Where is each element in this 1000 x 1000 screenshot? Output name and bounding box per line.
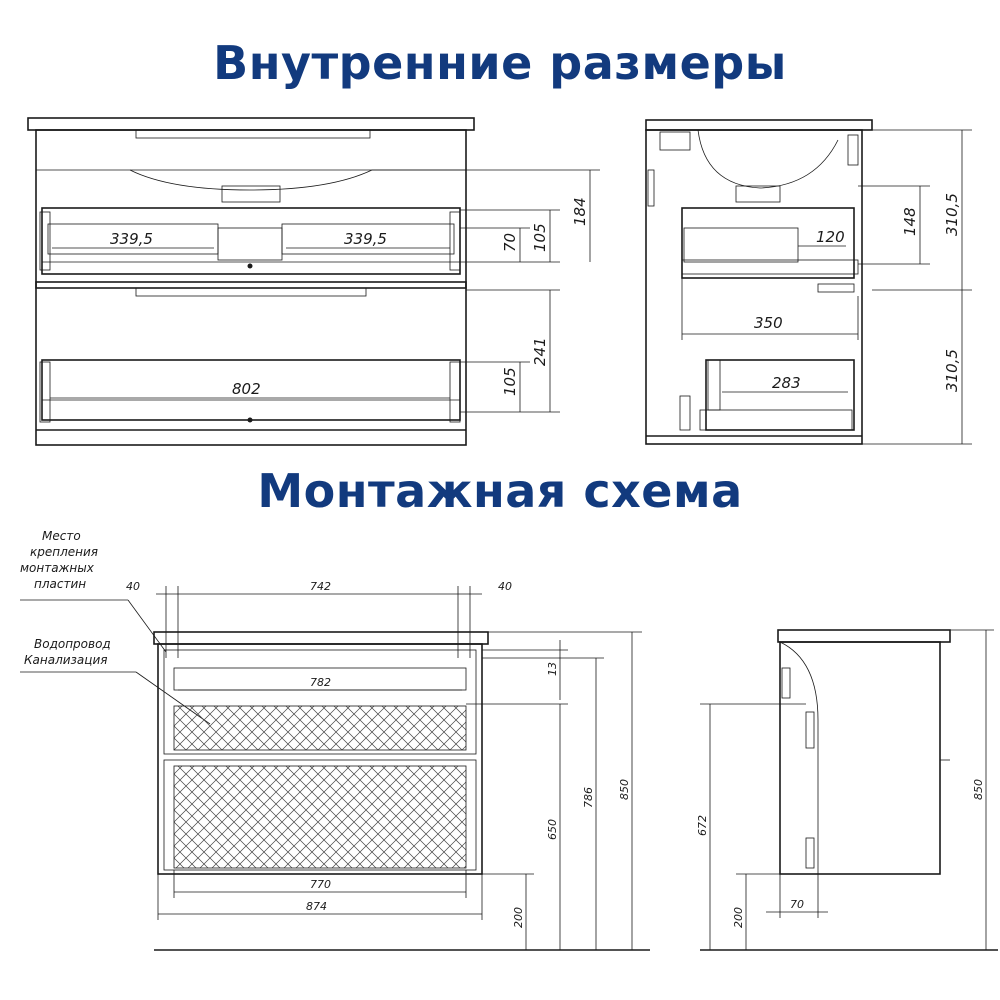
dim-786: 786 [582, 787, 595, 808]
dim-339-right: 339,5 [344, 230, 387, 248]
dim-241: 241 [531, 337, 549, 366]
dim-742: 742 [310, 580, 331, 593]
label-pipes-2: Канализация [24, 653, 107, 667]
dim-70-side: 70 [790, 898, 804, 911]
dim-105-top: 105 [531, 223, 549, 252]
label-plates-1: Место [42, 529, 81, 543]
dim-120: 120 [816, 228, 845, 246]
dim-650: 650 [546, 819, 559, 840]
dim-200-side: 200 [732, 907, 745, 928]
mounting-front-view: Место крепления монтажных пластин Водопр… [20, 529, 650, 951]
dim-40-right: 40 [498, 580, 512, 593]
label-plates-2: крепления [30, 545, 98, 559]
dim-850-side: 850 [972, 779, 985, 800]
dim-70: 70 [501, 233, 519, 252]
dim-105-bottom: 105 [501, 367, 519, 396]
dim-283: 283 [772, 374, 801, 392]
dim-310-top: 310,5 [943, 193, 961, 236]
dim-339-left: 339,5 [110, 230, 153, 248]
dim-802: 802 [232, 380, 261, 398]
dim-148: 148 [901, 207, 919, 236]
title-internal-dimensions: Внутренние размеры [213, 36, 787, 90]
title-mounting-scheme: Монтажная схема [257, 464, 743, 518]
dim-874: 874 [306, 900, 327, 913]
dim-770: 770 [310, 878, 331, 891]
dim-310-bottom: 310,5 [943, 349, 961, 392]
label-plates-4: пластин [34, 577, 86, 591]
dim-40-left: 40 [126, 580, 140, 593]
dim-200: 200 [512, 907, 525, 928]
mounting-side-view: 672 850 200 70 [696, 629, 998, 951]
dim-782: 782 [310, 676, 331, 689]
internal-front-view: 339,5 339,5 70 105 184 802 105 241 [27, 117, 600, 446]
dim-350: 350 [754, 314, 783, 332]
label-pipes-1: Водопровод [34, 637, 111, 651]
dim-672: 672 [696, 815, 709, 836]
dim-850: 850 [618, 779, 631, 800]
internal-side-view: 120 148 310,5 350 283 310,5 [645, 119, 972, 445]
dim-13: 13 [546, 662, 559, 676]
dim-184: 184 [571, 197, 589, 226]
label-plates-3: монтажных [20, 561, 95, 575]
